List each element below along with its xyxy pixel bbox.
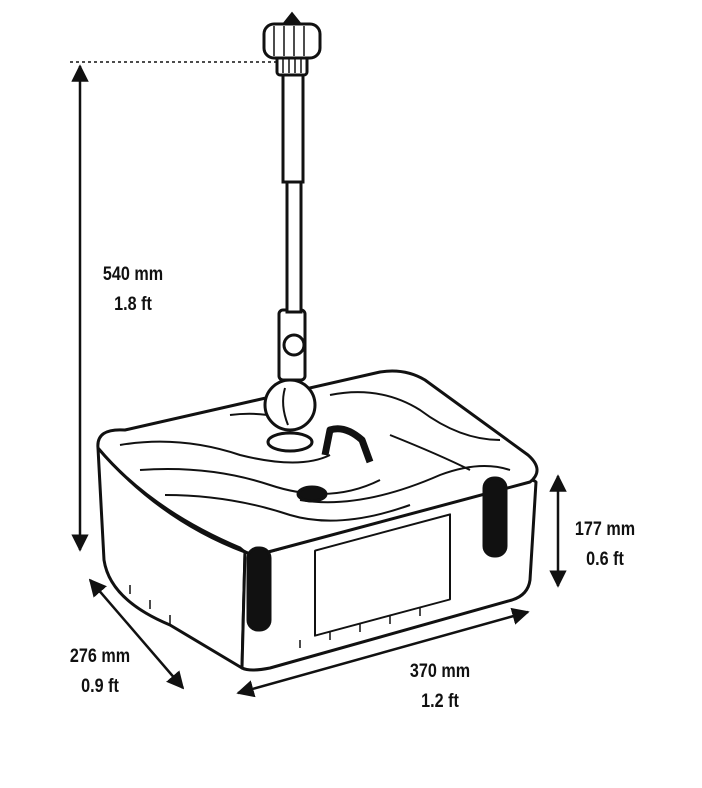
box-height-mm: 177 mm: [574, 519, 636, 540]
width-ft: 1.2 ft: [421, 691, 459, 712]
dimension-lines: [70, 61, 567, 698]
height-ft: 1.8 ft: [114, 294, 152, 315]
depth-mm: 276 mm: [69, 646, 131, 667]
width-mm: 370 mm: [409, 661, 471, 682]
height-label: 540 mm 1.8 ft: [99, 260, 167, 320]
box-height-label: 177 mm 0.6 ft: [571, 515, 639, 575]
box-height-ft: 0.6 ft: [586, 549, 624, 570]
depth-arrow: [88, 578, 185, 690]
width-arrow: [236, 607, 530, 698]
nozzle-cap: [262, 22, 322, 60]
height-mm: 540 mm: [102, 264, 164, 285]
width-label: 370 mm 1.2 ft: [406, 657, 474, 717]
fountain-pole: [262, 11, 322, 382]
depth-ft: 0.9 ft: [81, 676, 119, 697]
depth-label: 276 mm 0.9 ft: [66, 642, 134, 702]
pump-body: [96, 369, 539, 672]
